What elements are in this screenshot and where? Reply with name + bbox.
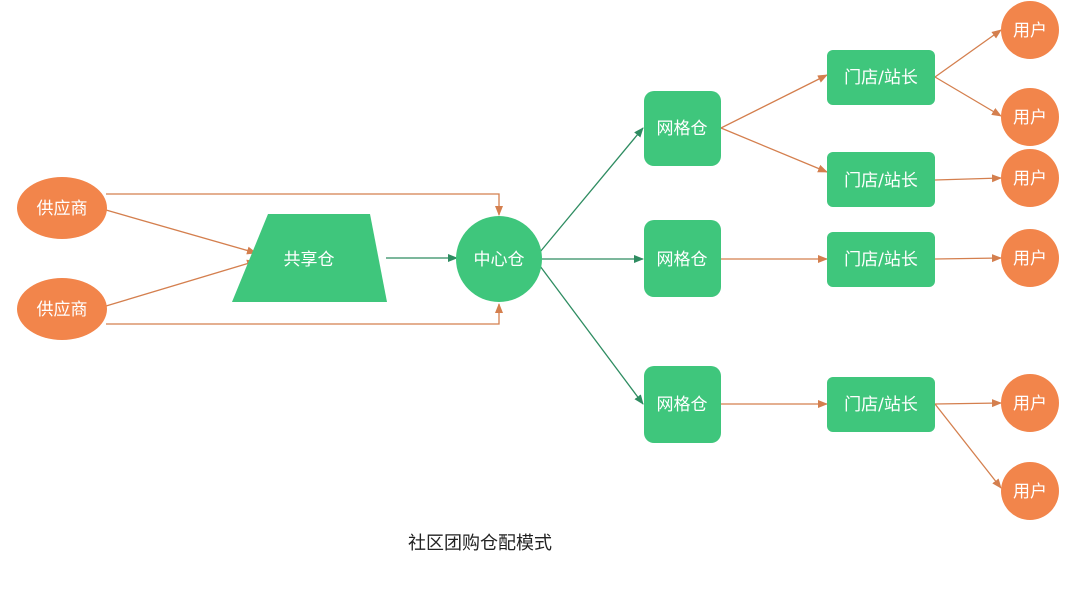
user-node: 用户 [1001, 374, 1059, 432]
arrow-supplier2-to-shared [105, 259, 257, 307]
store-node: 门店/站长 [827, 232, 935, 287]
supplier-node: 供应商 [17, 177, 107, 239]
store-label: 门店/站长 [844, 395, 918, 415]
grid-warehouse-label: 网格仓 [657, 250, 708, 270]
arrow-grid1-to-store1 [720, 74, 828, 129]
arrow-store1-to-user2 [934, 76, 1002, 117]
user-label: 用户 [1013, 249, 1047, 269]
arrow-store1-to-user1 [934, 29, 1002, 78]
user-node: 用户 [1001, 149, 1059, 207]
arrow-central-to-grid1 [539, 127, 644, 253]
store-label: 门店/站长 [844, 171, 918, 191]
grid-warehouse-node: 网格仓 [644, 91, 721, 166]
grid-warehouse-node: 网格仓 [644, 366, 721, 443]
connectors [105, 29, 1002, 489]
supplier-label: 供应商 [37, 300, 88, 320]
store-node: 门店/站长 [827, 377, 935, 432]
arrow-supplier1-to-central [106, 193, 503, 216]
arrow-store3-to-user4 [934, 254, 1002, 263]
grid-warehouse-label: 网格仓 [657, 395, 708, 415]
diagram-caption: 社区团购仓配模式 [408, 533, 552, 554]
arrow-supplier1-to-shared [105, 209, 257, 255]
user-node: 用户 [1001, 462, 1059, 520]
store-node: 门店/站长 [827, 152, 935, 207]
user-label: 用户 [1013, 108, 1047, 128]
shared-warehouse-node: 共享仓 [232, 214, 387, 302]
user-node: 用户 [1001, 1, 1059, 59]
user-node: 用户 [1001, 88, 1059, 146]
grid-warehouse-node: 网格仓 [644, 220, 721, 297]
user-label: 用户 [1013, 394, 1047, 414]
grid-warehouse-label: 网格仓 [657, 119, 708, 139]
supplier-node: 供应商 [17, 278, 107, 340]
store-label: 门店/站长 [844, 68, 918, 88]
arrow-supplier2-to-central [106, 303, 503, 325]
supplier-label: 供应商 [37, 199, 88, 219]
shared-warehouse-label: 共享仓 [284, 250, 335, 270]
arrow-store4-to-user5 [934, 399, 1002, 408]
user-label: 用户 [1013, 169, 1047, 189]
central-warehouse-label: 中心仓 [474, 250, 525, 270]
arrow-grid1-to-store2 [720, 127, 828, 173]
arrow-store2-to-user3 [934, 174, 1002, 183]
user-label: 用户 [1013, 21, 1047, 41]
arrow-central-to-grid3 [539, 265, 644, 405]
user-node: 用户 [1001, 229, 1059, 287]
store-node: 门店/站长 [827, 50, 935, 105]
central-warehouse-node: 中心仓 [456, 216, 542, 302]
user-label: 用户 [1013, 482, 1047, 502]
store-label: 门店/站长 [844, 250, 918, 270]
arrow-store4-to-user6 [934, 403, 1002, 489]
